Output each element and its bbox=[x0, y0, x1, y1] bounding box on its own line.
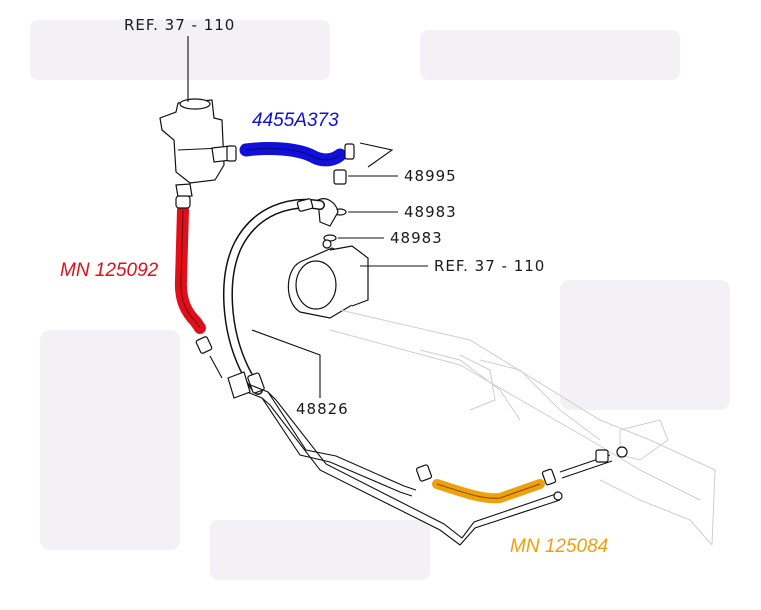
reservoir-tank bbox=[159, 98, 233, 198]
leader-clamps bbox=[359, 142, 394, 168]
hydraulic-pipes bbox=[227, 371, 628, 546]
background-watermark bbox=[30, 20, 730, 580]
label-48983-lower: 48983 bbox=[390, 229, 443, 247]
label-mn125084: MN 125084 bbox=[510, 536, 608, 557]
label-mn125092: MN 125092 bbox=[60, 260, 159, 281]
label-48995: 48995 bbox=[404, 167, 457, 185]
ref-label-top: REF. 37 - 110 bbox=[124, 16, 235, 34]
label-4455a373: 4455A373 bbox=[252, 110, 339, 131]
label-48983-upper: 48983 bbox=[404, 203, 457, 221]
steering-gear-housing bbox=[329, 309, 716, 546]
power-steering-pump bbox=[287, 198, 369, 319]
blue-return-hose bbox=[226, 141, 355, 167]
red-suction-hose bbox=[174, 195, 223, 379]
orange-return-hose bbox=[415, 464, 557, 504]
label-48826: 48826 bbox=[296, 400, 349, 418]
ref-label-pump: REF. 37 - 110 bbox=[434, 257, 545, 275]
leader-48826 bbox=[251, 329, 321, 398]
fitting-48995 bbox=[333, 169, 398, 185]
